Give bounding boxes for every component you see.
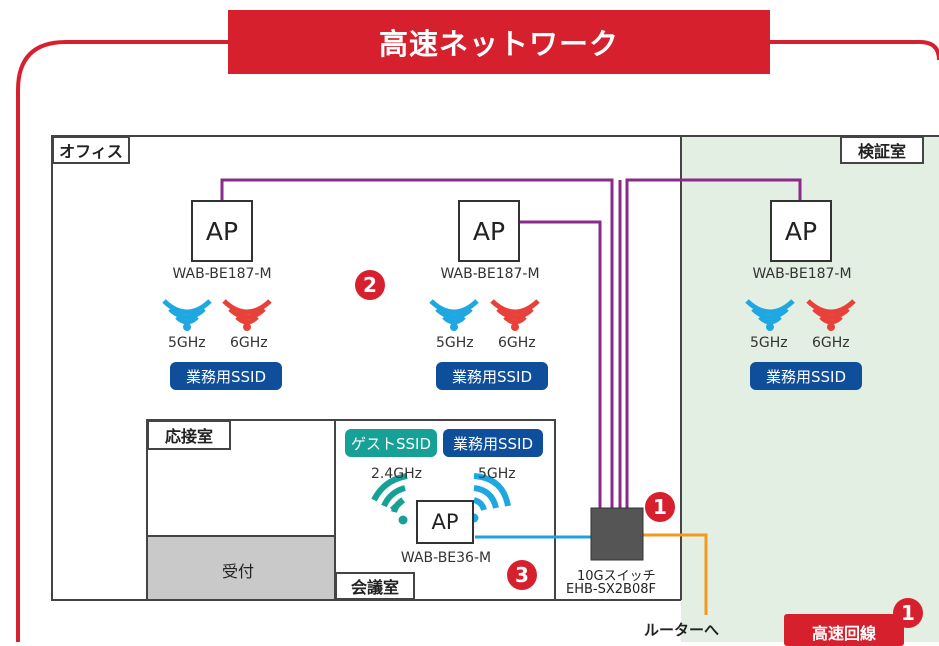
meeting-biz-ssid-badge: 業務用SSID: [443, 429, 543, 457]
router-label: ルーターへ: [644, 621, 720, 639]
wifi-6ghz-icon-ap1: [222, 299, 272, 331]
meeting-freq-5ghz: 5GHz: [478, 466, 516, 482]
ap2-model: WAB-BE187-M: [440, 266, 540, 282]
marker-two: 2: [355, 270, 385, 300]
ap1-freq-6ghz: 6GHz: [230, 335, 268, 351]
ap2-ssid-badge: 業務用SSID: [436, 362, 548, 390]
marker-three: 3: [507, 560, 537, 590]
ap2-freq-6ghz: 6GHz: [498, 335, 536, 351]
wifi-5ghz-icon-ap3: [745, 299, 795, 331]
marker-one-switch: 1: [645, 492, 675, 522]
ap3-freq-5ghz: 5GHz: [750, 335, 788, 351]
room-label-lab: 検証室: [840, 136, 924, 164]
wifi-5ghz-icon-meeting: [469, 473, 511, 523]
ap3-ssid-badge: 業務用SSID: [750, 362, 862, 390]
meeting-freq-2-4ghz: 2.4GHz: [371, 466, 422, 482]
wifi-5ghz-icon-ap1: [162, 299, 212, 331]
ap2-freq-5ghz: 5GHz: [436, 335, 474, 351]
wifi-6ghz-icon-ap3: [806, 299, 856, 331]
high-speed-line-tag: 高速回線: [784, 614, 904, 646]
wifi-5ghz-icon-ap2: [429, 299, 479, 331]
room-label-office: オフィス: [52, 136, 130, 164]
cable-ap3: [625, 178, 802, 508]
page-title: 高速ネットワーク: [228, 10, 770, 74]
switch-box: [590, 507, 644, 561]
ap1-model: WAB-BE187-M: [172, 266, 272, 282]
access-point-1: AP: [191, 200, 253, 262]
cable-ap2: [519, 220, 602, 508]
ap3-freq-6ghz: 6GHz: [812, 335, 850, 351]
wifi-2-4ghz-icon-meeting: [371, 473, 408, 525]
switch-label-type: 10Gスイッチ: [577, 569, 656, 584]
meeting-guest-ssid-badge: ゲストSSID: [345, 429, 437, 457]
cable-ap1: [220, 178, 614, 508]
ap1-freq-5ghz: 5GHz: [168, 335, 206, 351]
meeting-access-point: AP: [416, 500, 474, 544]
room-label-meeting: 会議室: [335, 572, 415, 600]
cable-router: [643, 533, 708, 615]
access-point-3: AP: [770, 200, 832, 262]
purple-cables: [220, 178, 802, 508]
ap1-ssid-badge: 業務用SSID: [170, 362, 282, 390]
switch-label-model: EHB-SX2B08F: [566, 582, 656, 597]
meeting-ap-model: WAB-BE36-M: [400, 550, 492, 566]
marker-one-line: 1: [893, 598, 923, 628]
ap3-model: WAB-BE187-M: [752, 266, 852, 282]
wifi-6ghz-icon-ap2: [490, 299, 540, 331]
room-label-front-desk: 受付: [222, 562, 255, 581]
outer-frame: [16, 40, 939, 642]
access-point-2: AP: [458, 200, 520, 262]
room-label-reception: 応接室: [147, 420, 231, 450]
